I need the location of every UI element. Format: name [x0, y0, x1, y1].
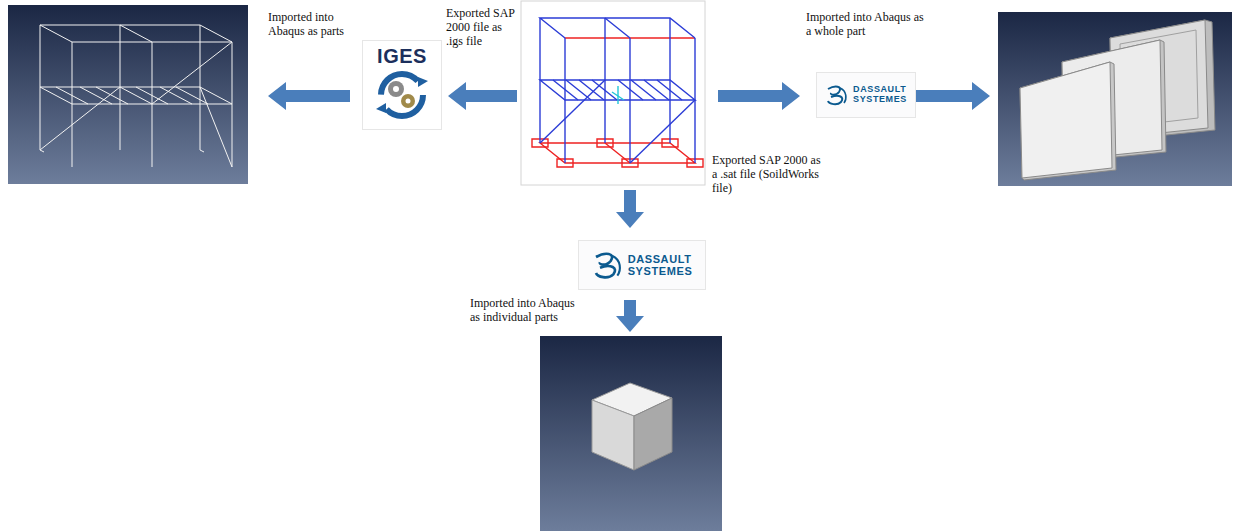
annotation-text: Imported into Abaqus as individual parts: [470, 296, 582, 324]
sap-model-image: [539, 18, 540, 143]
dassault-logo-mark: [596, 266, 615, 277]
cube-panel: [592, 400, 634, 470]
dassault-logo-mark: [828, 96, 842, 104]
wireframe-panel: [8, 5, 248, 184]
sap-model-image: [521, 1, 705, 185]
wireframe-panel: [152, 42, 232, 104]
iges-logo-box: IGES: [362, 40, 442, 130]
dassault-logo-mark: [612, 256, 620, 276]
company-name: DASSAULT SYSTEMES: [628, 253, 693, 277]
cube-panel: [634, 398, 672, 470]
sap-model-image: [564, 38, 565, 163]
logo-wordmark: IGES: [377, 45, 427, 67]
flow-arrow: [916, 82, 990, 110]
wireframe-panel: [152, 42, 153, 167]
dassault-logo-mark: [596, 254, 612, 265]
sap-model-image: [605, 143, 630, 163]
dassault-logo-mark: [840, 88, 846, 103]
plates-panel: [998, 12, 1232, 186]
sap-model-image: [657, 80, 682, 100]
wireframe-panel: [40, 25, 41, 150]
wireframe-panel: [40, 25, 232, 42]
wireframe-panel: [120, 87, 152, 104]
sap-model-image: [618, 80, 643, 100]
sap-model-image: [631, 80, 656, 100]
wireframe-panel: [200, 150, 204, 152]
sap-model-image: [553, 80, 578, 100]
annotation-holder: Imported into Abaqus as parts: [268, 10, 360, 38]
sap-model-image: [630, 100, 695, 163]
sap-model-image: [540, 18, 695, 163]
wireframe-panel: [160, 87, 192, 104]
annotation-holder: Imported into Abaqus as a whole part: [806, 10, 926, 38]
wireframe-panel: [56, 87, 88, 104]
iges-icon: [372, 67, 432, 123]
wireframe-panel: [40, 87, 120, 150]
annotation-text: Imported into Abaqus as a whole part: [806, 10, 926, 38]
iges-icon: [376, 103, 386, 113]
sap-model-image: [605, 18, 630, 38]
wireframe-panel: [200, 87, 232, 167]
wireframe-panel: [232, 42, 233, 167]
annotation-holder: Exported SAP 2000 file as .igs file: [446, 6, 520, 48]
cube-panel: [540, 336, 722, 531]
dassault-logo-mark: [592, 249, 624, 281]
iges-icon: [418, 77, 428, 87]
iges-icon: [381, 74, 423, 116]
flow-arrow: [268, 82, 350, 110]
flow-arrow: [616, 300, 644, 332]
sap-model-image: [644, 80, 669, 100]
sap-model-image: [540, 18, 695, 38]
dassault-logo-box: DASSAULT SYSTEMES: [816, 72, 916, 118]
annotation-text: Exported SAP 2000 file as .igs file: [446, 6, 520, 48]
wireframe-panel: [96, 87, 128, 104]
wireframe-panel: [80, 87, 112, 104]
iges-icon: [406, 99, 411, 104]
iges-icon: [393, 86, 399, 92]
sap-model-image: [612, 86, 624, 104]
iges-icon: [401, 94, 415, 108]
company-name: DASSAULT SYSTEMES: [853, 85, 907, 105]
dassault-logo-mark: [828, 87, 840, 95]
cube-panel: [540, 336, 722, 531]
plates-panel: [1020, 62, 1116, 180]
iges-icon: [388, 81, 404, 97]
sap-model-image: [532, 18, 703, 167]
sap-model-image: [540, 80, 605, 143]
sap-model-image: [592, 80, 617, 100]
sap-model-image: [579, 80, 604, 100]
plates-panel: [1020, 62, 1112, 178]
sap-model-image: [629, 38, 630, 163]
annotation-text: Imported into Abaqus as parts: [268, 10, 360, 38]
flow-arrow: [718, 82, 800, 110]
dassault-logo-box: DASSAULT SYSTEMES: [578, 240, 706, 290]
wireframe-panel: [40, 150, 44, 152]
flow-arrow: [616, 190, 644, 228]
wireframe-panel: [72, 42, 73, 167]
wireframe-panel: [120, 25, 152, 42]
sap-model-image: [521, 1, 705, 185]
dassault-logo-mark: [825, 83, 849, 107]
sap-model-image: [540, 143, 695, 163]
sap-model-image: [532, 38, 703, 167]
wireframe-panel: [8, 5, 248, 184]
wireframe-panel: [40, 25, 232, 167]
sap-model-image: [617, 86, 618, 104]
plates-panel: [998, 12, 1232, 186]
annotation-text: Exported SAP 2000 as a .sat file (SoildW…: [712, 153, 822, 195]
annotation-holder: Exported SAP 2000 as a .sat file (SoildW…: [712, 153, 822, 195]
flow-arrow: [448, 82, 517, 110]
annotation-holder: Imported into Abaqus as individual parts: [470, 296, 582, 324]
